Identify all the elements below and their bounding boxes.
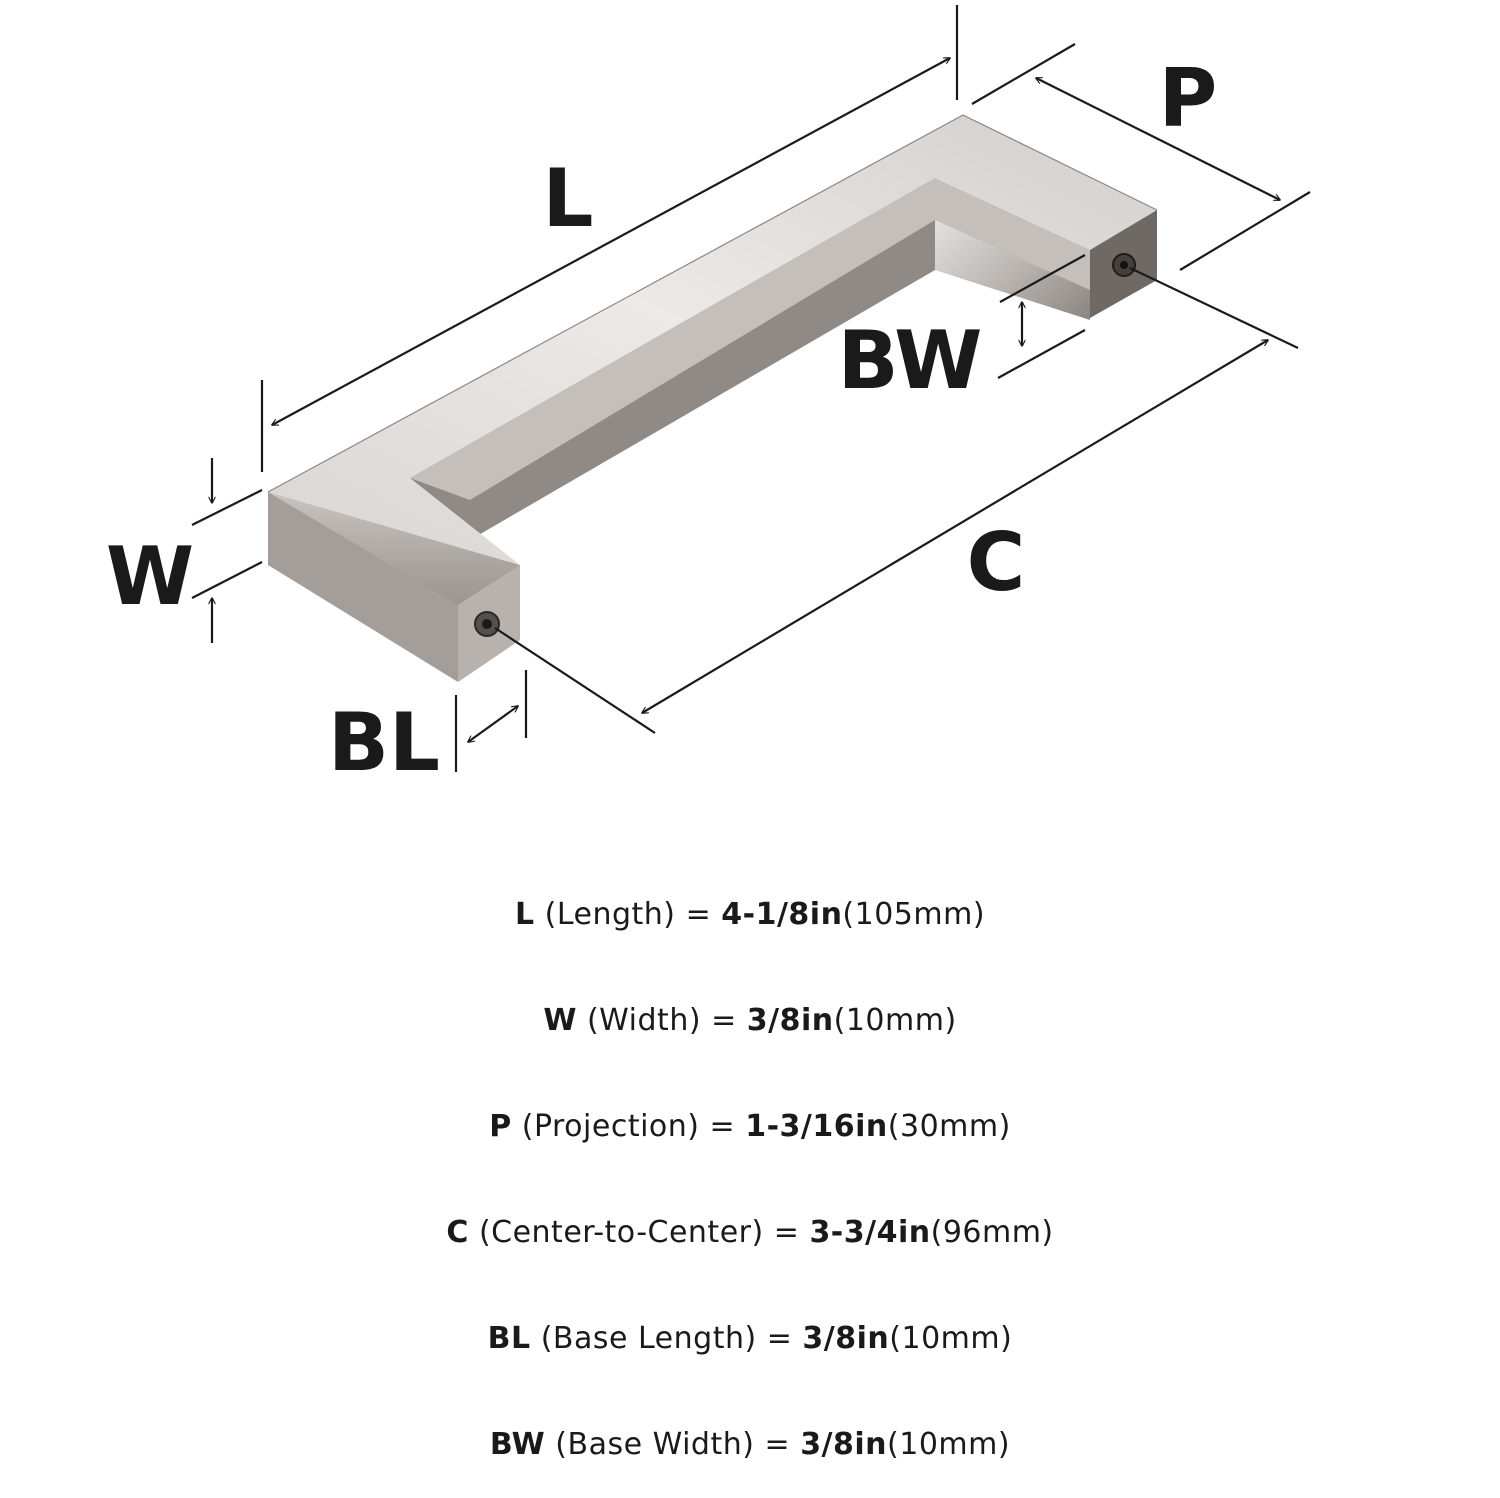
spec-length: L (Length) = 4-1/8in(105mm) — [0, 862, 1500, 968]
label-P: P — [1159, 52, 1218, 145]
spec-imperial: 1-3/16in — [745, 1109, 888, 1144]
dimension-lines — [191, 5, 1311, 772]
spec-metric: (105mm) — [842, 897, 986, 932]
spec-imperial: 3/8in — [802, 1321, 890, 1356]
pull-handle-diagram: L P BW W C BL — [106, 5, 1311, 789]
spec-base-length: BL (Base Length) = 3/8in(10mm) — [0, 1286, 1500, 1392]
near-leg-side-face — [268, 492, 458, 682]
spec-equals: = — [711, 1003, 737, 1038]
spec-symbol: BL — [487, 1321, 531, 1356]
spec-symbol: L — [514, 897, 535, 932]
near-leg-front-face — [268, 492, 520, 640]
spec-symbol: BW — [489, 1427, 546, 1462]
spec-equals: = — [709, 1109, 736, 1144]
spec-equals: = — [773, 1215, 800, 1250]
spec-base-width: BW (Base Width) = 3/8in(10mm) — [0, 1392, 1500, 1498]
spec-name: (Center-to-Center) — [478, 1215, 764, 1250]
label-W: W — [106, 530, 194, 623]
spec-equals: = — [685, 897, 712, 932]
spec-imperial: 4-1/8in — [721, 897, 843, 932]
label-C: C — [967, 516, 1026, 609]
spec-metric: (96mm) — [930, 1215, 1054, 1250]
spec-metric: (10mm) — [887, 1427, 1011, 1462]
spec-name: (Projection) — [521, 1109, 700, 1144]
spec-metric: (30mm) — [887, 1109, 1011, 1144]
spec-projection: P (Projection) = 1-3/16in(30mm) — [0, 1074, 1500, 1180]
spec-imperial: 3/8in — [746, 1003, 834, 1038]
label-BW: BW — [838, 314, 983, 407]
spec-center-to-center: C (Center-to-Center) = 3-3/4in(96mm) — [0, 1180, 1500, 1286]
spec-metric: (10mm) — [889, 1321, 1013, 1356]
spec-width: W (Width) = 3/8in(10mm) — [0, 968, 1500, 1074]
spec-name: (Length) — [544, 897, 676, 932]
spec-metric: (10mm) — [833, 1003, 957, 1038]
spec-name: (Base Length) — [540, 1321, 757, 1356]
spec-name: (Base Width) — [555, 1427, 755, 1462]
spec-imperial: 3/8in — [800, 1427, 888, 1462]
label-BL: BL — [328, 696, 440, 789]
spec-equals: = — [764, 1427, 791, 1462]
spec-symbol: W — [543, 1003, 577, 1038]
spec-name: (Width) — [586, 1003, 702, 1038]
spec-equals: = — [766, 1321, 793, 1356]
spec-symbol: C — [446, 1215, 469, 1250]
spec-imperial: 3-3/4in — [809, 1215, 931, 1250]
label-L: L — [543, 152, 594, 245]
dimension-specs: L (Length) = 4-1/8in(105mm) W (Width) = … — [0, 862, 1500, 1498]
spec-symbol: P — [489, 1109, 512, 1144]
